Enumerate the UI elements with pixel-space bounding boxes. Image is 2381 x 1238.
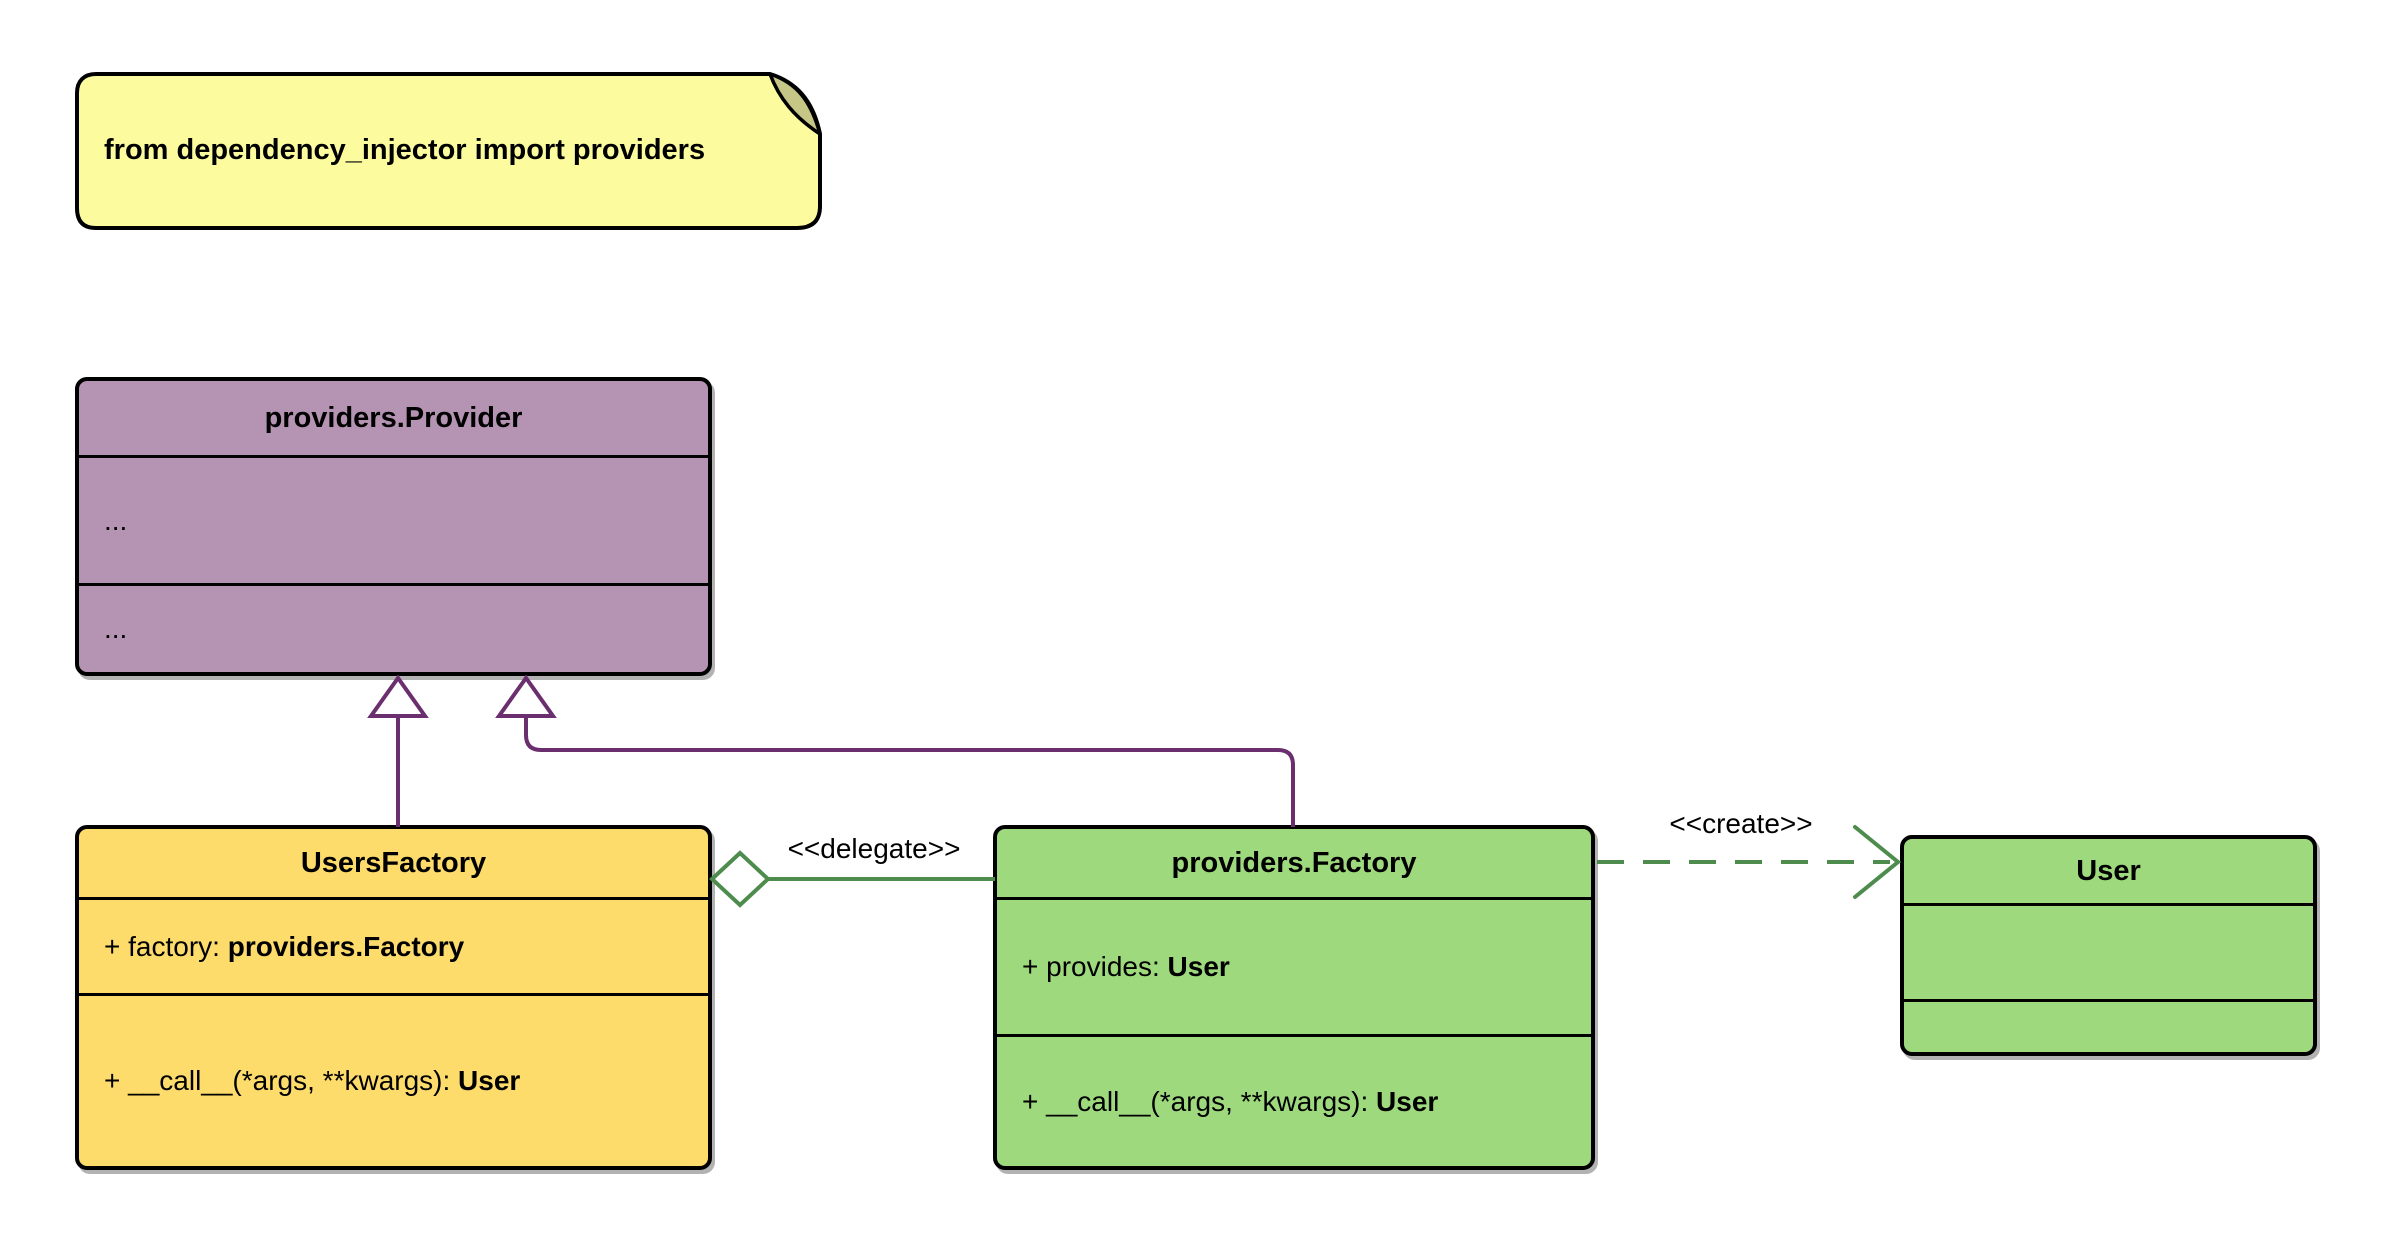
delegate-relation-label: <<delegate>> xyxy=(787,833,961,864)
class-attributes-providers-provider: ... xyxy=(79,458,708,586)
class-box-providers-provider: providers.Provider ... ... xyxy=(75,377,712,676)
class-title-providers-provider: providers.Provider xyxy=(79,381,708,458)
class-methods-users-factory: + __call__(*args, **kwargs): User xyxy=(79,996,708,1166)
class-methods-providers-factory: + __call__(*args, **kwargs): User xyxy=(997,1037,1591,1166)
generalization-triangle-providers-factory xyxy=(495,674,557,718)
class-attributes-users-factory: + factory: providers.Factory xyxy=(79,900,708,996)
method-line: + __call__(*args, **kwargs): User xyxy=(104,1065,521,1096)
generalization-line-providers-factory xyxy=(524,716,1295,827)
class-attributes-providers-factory: + provides: User xyxy=(997,900,1591,1037)
generalization-triangle-users-factory xyxy=(367,674,429,718)
attribute-line: ... xyxy=(104,504,128,536)
class-methods-user xyxy=(1904,1002,2313,1052)
class-methods-providers-provider: ... xyxy=(79,586,708,672)
create-arrowhead-icon xyxy=(1853,825,1902,899)
attribute-line: + provides: User xyxy=(1022,951,1230,982)
class-title-user: User xyxy=(1904,839,2313,906)
class-box-users-factory: UsersFactory + factory: providers.Factor… xyxy=(75,825,712,1170)
class-box-providers-factory: providers.Factory + provides: User + __c… xyxy=(993,825,1595,1170)
class-box-user: User xyxy=(1900,835,2317,1056)
method-line: + __call__(*args, **kwargs): User xyxy=(1022,1085,1439,1117)
class-title-providers-factory: providers.Factory xyxy=(997,829,1591,900)
class-attributes-user xyxy=(1904,906,2313,1002)
create-relation-label: <<create>> xyxy=(1669,808,1813,839)
note-text: from dependency_injector import provider… xyxy=(104,134,706,166)
attribute-line: + factory: providers.Factory xyxy=(104,930,465,962)
class-title-users-factory: UsersFactory xyxy=(79,829,708,900)
method-line: ... xyxy=(104,613,128,644)
